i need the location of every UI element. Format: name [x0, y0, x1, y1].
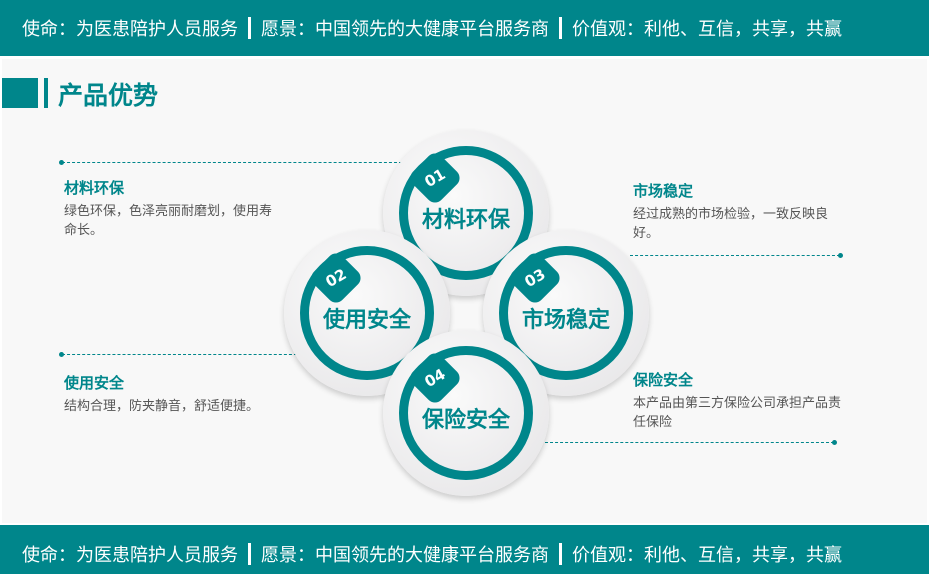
feature-item: 市场稳定经过成熟的市场检验，一致反映良好。	[633, 182, 829, 241]
mission-text: 使命：为医患陪护人员服务	[22, 19, 238, 40]
section-title: 产品优势	[58, 81, 159, 110]
title-bar-icon	[44, 78, 48, 108]
feature-item: 保险安全本产品由第三方保险公司承担产品责任保险	[633, 371, 842, 430]
feature-item: 使用安全结构合理，防夹静音，舒适便捷。	[64, 374, 260, 414]
divider	[559, 542, 562, 565]
values-text: 价值观：利他、互信，共享，共赢	[572, 544, 842, 566]
title-block-icon	[2, 78, 38, 108]
vision-text: 愿景：中国领先的大健康平台服务商	[261, 19, 549, 40]
top-banner: 使命：为医患陪护人员服务 愿景：中国领先的大健康平台服务商 价值观：利他、互信，…	[0, 0, 929, 56]
connector-line	[540, 442, 834, 443]
connector-dot	[838, 253, 843, 258]
connector-dot	[59, 352, 64, 357]
connector-dot	[59, 160, 64, 165]
connector-line	[62, 354, 302, 355]
feature-item: 材料环保绿色环保，色泽亮丽耐磨划，使用寿命长。	[64, 179, 273, 238]
connector-dot	[832, 440, 837, 445]
vision-text: 愿景：中国领先的大健康平台服务商	[261, 544, 549, 566]
connector-line	[630, 255, 840, 256]
connector-line	[62, 162, 402, 163]
divider	[248, 17, 251, 39]
values-text: 价值观：利他、互信，共享，共赢	[572, 19, 842, 40]
bottom-banner: 使命：为医患陪护人员服务 愿景：中国领先的大健康平台服务商 价值观：利他、互信，…	[0, 525, 929, 574]
mission-text: 使命：为医患陪护人员服务	[22, 544, 238, 566]
divider	[559, 17, 562, 39]
divider	[248, 542, 251, 565]
